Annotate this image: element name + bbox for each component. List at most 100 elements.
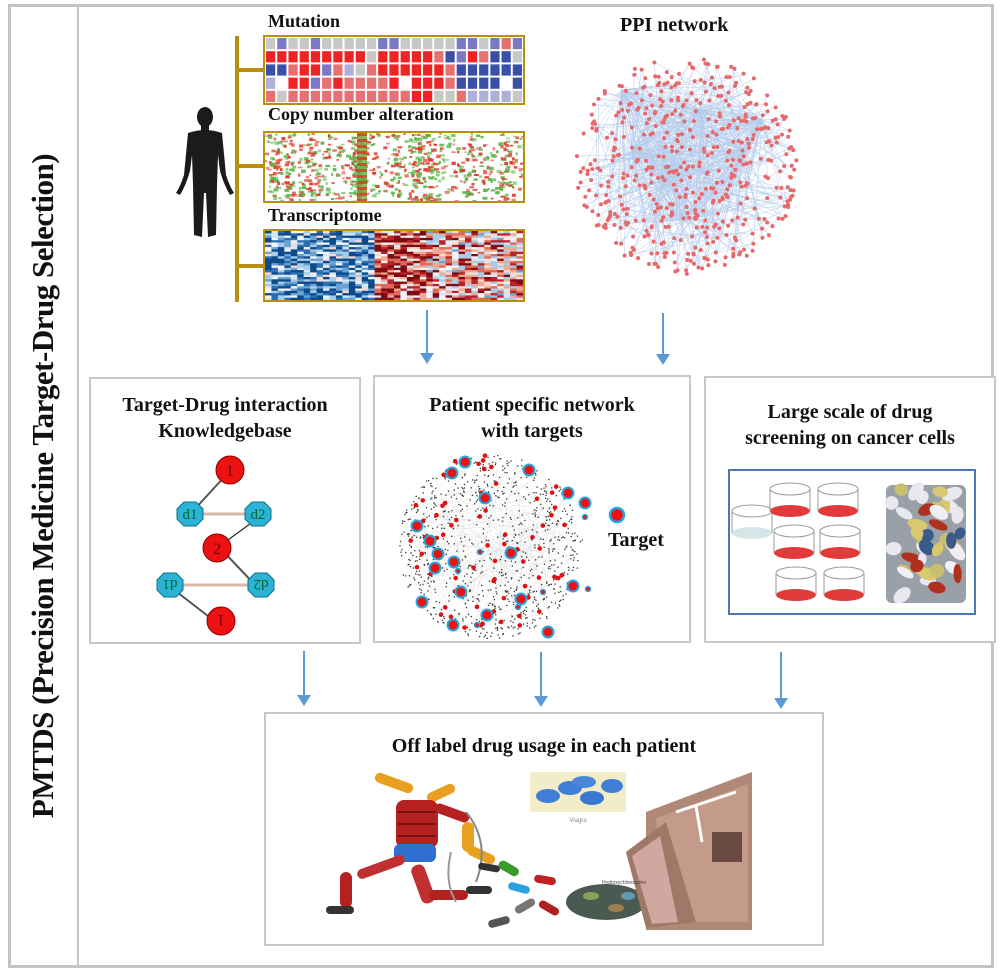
arrow-screening-to-offlabel <box>774 652 788 709</box>
mutation-cell <box>266 64 276 76</box>
target-node <box>415 595 429 609</box>
knowledgebase-title-line1: Target-Drug interaction <box>122 394 328 416</box>
mutation-cell <box>456 38 466 50</box>
mutation-cell <box>277 77 287 89</box>
mutation-cell <box>479 77 489 89</box>
target-node <box>476 548 484 556</box>
mutation-cell <box>479 51 489 63</box>
svg-text:1: 1 <box>226 463 234 480</box>
mutation-cell <box>333 38 343 50</box>
target-node <box>480 608 494 622</box>
mutation-cell <box>344 38 354 50</box>
mutation-cell <box>322 90 332 102</box>
arrow-knowledgebase-to-offlabel <box>297 651 311 706</box>
arrow-omics-to-patient <box>420 310 434 364</box>
target-node <box>539 588 547 596</box>
mutation-cell <box>445 38 455 50</box>
mutation-cell <box>333 77 343 89</box>
target-node <box>445 466 459 480</box>
target-node <box>473 621 481 629</box>
svg-text:Viagra: Viagra <box>569 818 587 824</box>
mutation-cell <box>467 64 478 76</box>
mutation-cell <box>501 38 511 50</box>
mutation-cell <box>456 64 466 76</box>
target-node <box>410 519 424 533</box>
mutation-cell <box>355 90 365 102</box>
cna-band <box>357 133 367 201</box>
svg-text:d1: d1 <box>183 507 198 523</box>
ppi-network <box>574 57 799 276</box>
mutation-cell <box>389 64 399 76</box>
mutation-cell <box>512 38 522 50</box>
mutation-cell <box>288 64 298 76</box>
mutation-cell <box>411 38 422 50</box>
mutation-cell <box>400 64 410 76</box>
patient-network-graph <box>399 453 592 640</box>
mutation-cell <box>512 77 522 89</box>
target-node <box>428 561 442 575</box>
svg-text:Hydroxychloroquine: Hydroxychloroquine <box>602 880 646 886</box>
control-dish <box>731 504 773 539</box>
mutation-cell <box>310 51 321 63</box>
mutation-cell <box>277 64 287 76</box>
mutation-cell <box>467 51 478 63</box>
target-node <box>541 625 555 639</box>
mutation-cell <box>423 90 433 102</box>
mutation-cell <box>389 51 399 63</box>
mutation-cell <box>378 51 388 63</box>
mutation-cell <box>411 51 422 63</box>
mutation-cell <box>479 90 489 102</box>
patient-network-panel: Patient specific network with targets Ta… <box>373 375 691 643</box>
mutation-cell <box>490 38 500 50</box>
mutation-cell <box>299 64 309 76</box>
mutation-cell <box>288 51 298 63</box>
patient-network-title-line2: with targets <box>481 420 583 442</box>
mutation-cell <box>277 51 287 63</box>
mutation-cell <box>322 38 332 50</box>
mutation-cell <box>299 51 309 63</box>
mutation-cell <box>344 51 354 63</box>
mutation-cell <box>467 77 478 89</box>
mutation-cell <box>423 51 433 63</box>
drug-screening-panel: Large scale of drug screening on cancer … <box>704 376 996 643</box>
knowledgebase-panel: Target-Drug interaction Knowledgebase 1 … <box>89 377 361 644</box>
ppi-nodes <box>574 57 799 276</box>
mutation-cell <box>378 38 388 50</box>
cna-label: Copy number alteration <box>268 104 454 124</box>
mutation-cell <box>366 90 377 102</box>
mutation-cell <box>310 64 321 76</box>
human-silhouette-icon <box>176 107 234 237</box>
target-legend-label: Target <box>608 529 664 551</box>
mutation-cell <box>310 77 321 89</box>
mutation-cell <box>344 64 354 76</box>
mutation-cell <box>333 64 343 76</box>
arrow-patient-to-offlabel <box>534 652 548 707</box>
target-node <box>454 585 468 599</box>
off-label-panel: Off label drug usage in each patient <box>264 712 824 946</box>
treated-dish <box>817 482 859 517</box>
side-title: PMTDS (Precision Medicine Target-Drug Se… <box>10 4 76 968</box>
mutation-cell <box>333 51 343 63</box>
mutation-cell <box>423 64 433 76</box>
ppi-label: PPI network <box>620 14 729 36</box>
off-label-illustration: Viagra Hydroxychloroquine <box>326 772 752 930</box>
mutation-heatmap <box>263 35 525 105</box>
target-node: 1 <box>206 606 236 636</box>
mutation-cell <box>479 64 489 76</box>
mutation-cell <box>423 38 433 50</box>
mutation-cell <box>400 51 410 63</box>
treated-dish <box>775 566 817 601</box>
mutation-cell <box>322 64 332 76</box>
mutation-cell <box>310 90 321 102</box>
side-divider <box>77 4 79 968</box>
drug-node: d1 <box>156 572 184 598</box>
mutation-cell <box>355 64 365 76</box>
mutation-cell <box>389 77 399 89</box>
scattered-pills <box>478 860 646 928</box>
mutation-cell <box>378 90 388 102</box>
mutation-cell <box>411 90 422 102</box>
mutation-cell <box>456 90 466 102</box>
mutation-cell <box>266 90 276 102</box>
mutation-cell <box>378 77 388 89</box>
mutation-cell <box>266 38 276 50</box>
